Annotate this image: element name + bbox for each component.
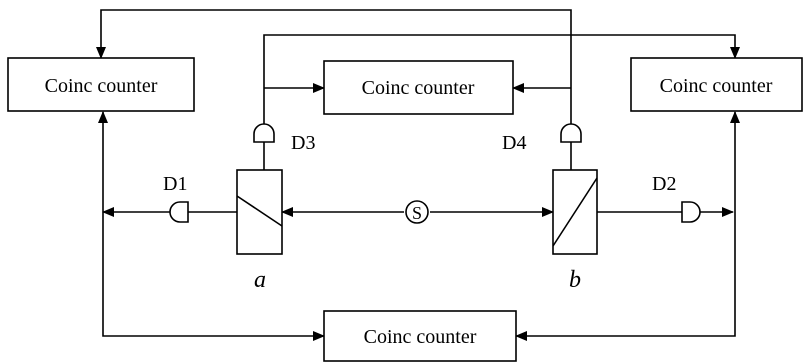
beam-splitter-b (552, 169, 598, 255)
counter-top-left: Coinc counter (7, 57, 195, 112)
counter-label: Coinc counter (660, 75, 773, 97)
source-icon: S (405, 200, 429, 224)
wire-d4-to-top-left-counter (96, 9, 572, 125)
counter-top-center: Coinc counter (323, 60, 514, 115)
beam-splitter-a (236, 169, 283, 255)
detector-d3-label: D3 (291, 132, 315, 154)
wire-left-bus-down (102, 212, 325, 341)
splitter-b-label: b (569, 267, 581, 293)
detector-d4-icon (560, 123, 582, 143)
detector-d4-label: D4 (502, 132, 526, 154)
counter-top-right: Coinc counter (630, 57, 803, 112)
detector-d3-icon (253, 123, 275, 143)
counter-label: Coinc counter (364, 326, 477, 348)
wire-d3-to-top-right-counter (263, 34, 740, 125)
source-label: S (412, 203, 422, 223)
detector-d1-icon (169, 201, 189, 223)
counter-bottom-center: Coinc counter (323, 310, 517, 362)
detector-d2-icon (681, 201, 701, 223)
counter-label: Coinc counter (45, 75, 158, 97)
splitter-a-label: a (254, 267, 266, 293)
wire-right-bus-down (515, 212, 736, 341)
counter-label: Coinc counter (362, 77, 475, 99)
detector-d1-label: D1 (163, 173, 187, 195)
detector-d2-label: D2 (652, 173, 676, 195)
